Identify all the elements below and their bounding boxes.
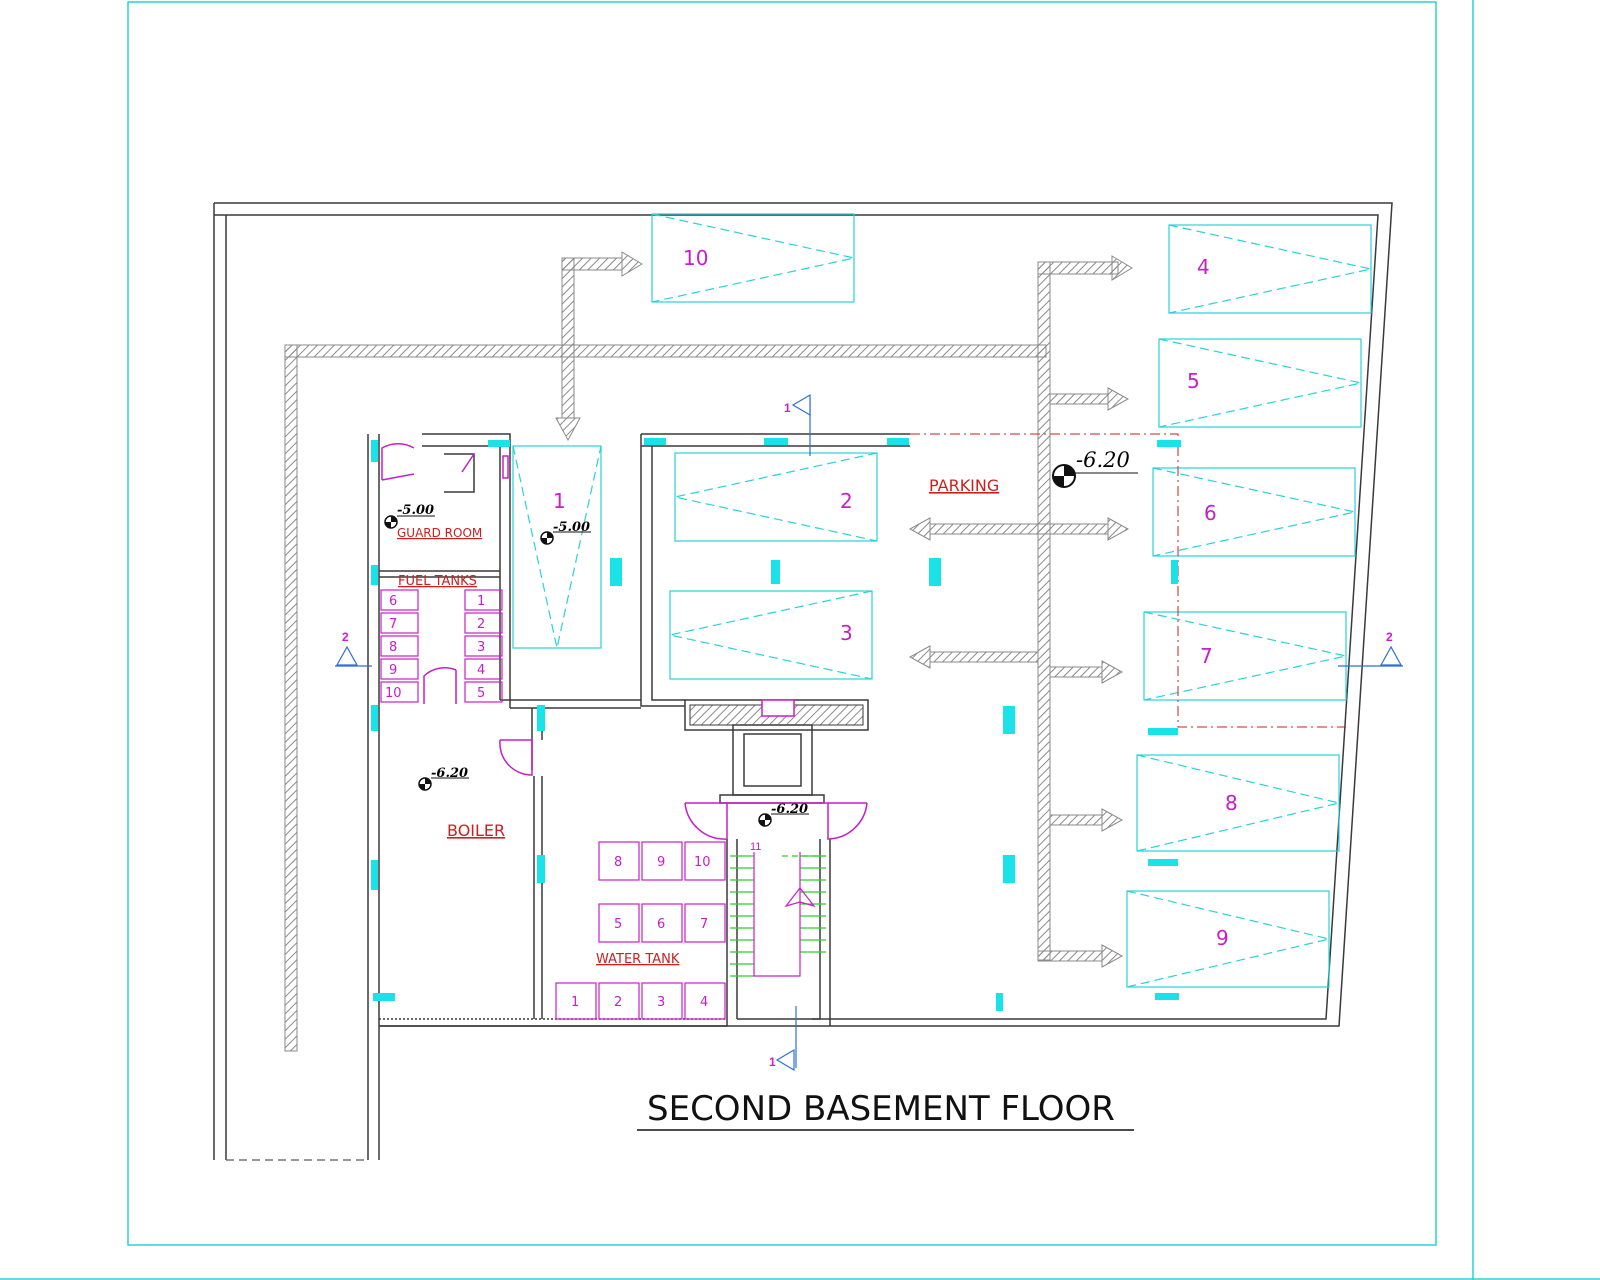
fuel-tank-label: 9: [389, 663, 397, 678]
water-tank-label: 8: [614, 855, 622, 870]
stall-7: [1143, 611, 1347, 701]
water-tank-label: 5: [614, 917, 622, 932]
level-symbols: [384, 464, 1138, 827]
section-number: 2: [1386, 630, 1393, 644]
stall-6: [1152, 467, 1356, 557]
water-tank-label: 10: [694, 855, 711, 870]
outer-walls: [213, 202, 1393, 1161]
level-marker-icon: [1052, 464, 1138, 488]
parking-stalls: [512, 213, 1372, 988]
stall-2: [674, 452, 878, 542]
stall-label: 4: [1197, 255, 1210, 279]
fuel-tank-label: 4: [477, 663, 485, 678]
fuel-tank-label: 10: [385, 686, 402, 701]
stall-4: [1168, 224, 1372, 314]
stall-10: [651, 213, 855, 303]
fuel-tank-label: 2: [477, 617, 485, 632]
fuel-tank-label: 5: [477, 686, 485, 701]
water-tank-label: 7: [700, 917, 708, 932]
lintel-block: [684, 699, 869, 731]
water-tank-label: 4: [700, 995, 708, 1010]
stall-8: [1136, 754, 1340, 852]
section-marker-icon: [1379, 645, 1403, 666]
labels: 10 4 5 6 7 8 9 2 3 1 GUARD ROOM FUEL TAN…: [342, 246, 1393, 1131]
water-tank-label: 1: [571, 995, 579, 1010]
level-marker-icon: [418, 777, 469, 791]
fuel-tank-label: 3: [477, 640, 485, 655]
stall-label: 3: [840, 621, 853, 645]
fuel-tank-label: 1: [477, 594, 485, 609]
stall-label: 9: [1216, 926, 1229, 950]
water-tanks: [555, 841, 726, 1020]
stair-direction-arrow-icon: [784, 887, 816, 908]
stair-well: [753, 852, 816, 977]
level-marker-icon: [758, 813, 809, 827]
section-marker-icon: [791, 393, 811, 417]
drawing-title: SECOND BASEMENT FLOOR: [647, 1089, 1115, 1129]
room-label-fuel-tanks: FUEL TANKS: [398, 574, 477, 589]
water-tank-label: 2: [614, 995, 622, 1010]
stall-1: [512, 445, 602, 649]
stall-label: 2: [840, 489, 853, 513]
stall-label: 5: [1187, 369, 1200, 393]
fuel-tank-label: 8: [389, 640, 397, 655]
water-tank-label: 9: [657, 855, 665, 870]
level-label: -5.00: [553, 520, 590, 535]
columns: [371, 438, 1181, 1011]
room-label-boiler: BOILER: [447, 821, 505, 840]
stall-9: [1126, 890, 1330, 988]
fuel-tank-label: 7: [389, 617, 397, 632]
stall-label: 8: [1225, 791, 1238, 815]
water-tank-label: 3: [657, 995, 665, 1010]
stall-label: 10: [683, 246, 708, 270]
level-label-parking: -6.20: [1076, 448, 1130, 472]
fuel-tank-label: 6: [389, 594, 397, 609]
doors: [381, 442, 868, 840]
stall-label: 6: [1204, 501, 1217, 525]
section-markers: [335, 393, 1403, 1072]
circulation-arrows: [284, 251, 1133, 1052]
level-label: -6.20: [431, 766, 468, 781]
stall-label: 1: [553, 489, 566, 513]
water-tank-label: 6: [657, 917, 665, 932]
stair-mark: 11: [750, 841, 761, 853]
stair-treads: [730, 855, 826, 977]
section-number: 1: [784, 401, 791, 415]
section-number: 1: [769, 1055, 776, 1069]
level-marker-icon: [384, 515, 435, 529]
section-marker-icon: [775, 1048, 795, 1072]
level-marker-icon: [540, 531, 591, 545]
room-label-parking: PARKING: [929, 476, 999, 495]
stall-3: [669, 590, 873, 680]
section-number: 2: [342, 630, 349, 644]
room-label-water-tank: WATER TANK: [596, 952, 680, 967]
interior-walls: [367, 433, 910, 1160]
stall-label: 7: [1200, 644, 1213, 668]
level-label: -6.20: [771, 802, 808, 817]
fuel-tanks: [380, 589, 503, 703]
level-label: -5.00: [397, 503, 434, 518]
room-label-guard-room: GUARD ROOM: [397, 526, 482, 540]
section-marker-icon: [335, 645, 359, 666]
stall-5: [1158, 338, 1362, 428]
